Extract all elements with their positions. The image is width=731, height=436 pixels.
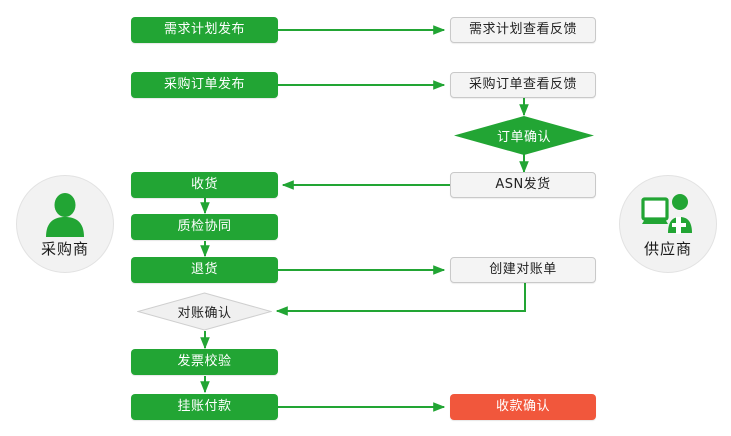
node-return-goods[interactable]: 退货	[131, 257, 278, 283]
person-icon	[37, 191, 93, 237]
node-demand-plan-publish[interactable]: 需求计划发布	[131, 17, 278, 43]
node-statement-confirm[interactable]: 对账确认	[137, 292, 272, 331]
actor-supplier-label: 供应商	[643, 240, 692, 258]
node-order-confirm[interactable]: 订单确认	[454, 116, 594, 155]
node-asn-ship[interactable]: ASN发货	[450, 172, 596, 198]
node-order-confirm-label: 订单确认	[496, 130, 551, 145]
node-invoice-verify[interactable]: 发票校验	[131, 349, 278, 375]
actor-buyer-label: 采购商	[40, 240, 89, 258]
node-receive-goods[interactable]: 收货	[131, 172, 278, 198]
node-payable-payment[interactable]: 挂账付款	[131, 394, 278, 420]
node-receipt-confirm[interactable]: 收款确认	[450, 394, 596, 420]
node-demand-plan-feedback[interactable]: 需求计划查看反馈	[450, 17, 596, 43]
node-po-feedback[interactable]: 采购订单查看反馈	[450, 72, 596, 98]
node-create-statement[interactable]: 创建对账单	[450, 257, 596, 283]
actor-buyer[interactable]: 采购商	[16, 175, 114, 273]
node-statement-confirm-label: 对账确认	[177, 306, 232, 321]
person-at-computer-icon	[640, 191, 696, 237]
node-po-publish[interactable]: 采购订单发布	[131, 72, 278, 98]
node-quality-collab[interactable]: 质检协同	[131, 214, 278, 240]
edge-statement-to-reconcile	[275, 283, 526, 316]
actor-supplier[interactable]: 供应商	[619, 175, 717, 273]
